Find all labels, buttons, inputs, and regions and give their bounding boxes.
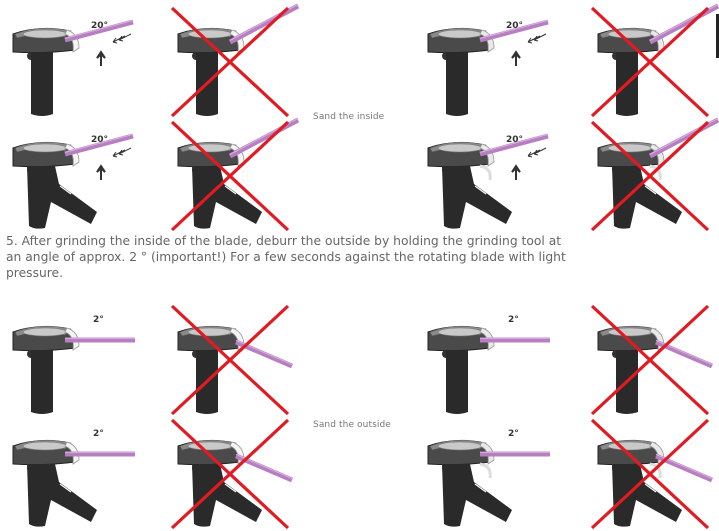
tool-drawing [170, 4, 320, 116]
tool-drawing [590, 4, 719, 116]
angle-label-correct: 2° [93, 429, 104, 439]
tool-drawing: 2° [420, 302, 570, 414]
push-up-arrow-icon [512, 52, 520, 66]
tool-drawing [170, 302, 320, 414]
illustration-pistol-outside-wrong-2 [590, 416, 719, 528]
illustration-pistol-inside-correct: 20° [5, 118, 155, 230]
angle-label-correct: 2° [508, 429, 519, 439]
wrong-cross-icon [592, 420, 708, 528]
grinding-tool-wrong [650, 6, 718, 42]
angle-label-correct: 20° [506, 21, 523, 31]
illustration-straight-outside-correct: 2° [5, 302, 155, 414]
wrong-cross-icon [172, 122, 288, 230]
tool-drawing: 20° [5, 4, 155, 116]
wrong-cross-icon [172, 306, 288, 414]
tool-drawing: 2° [5, 302, 155, 414]
illustration-straight-outside-wrong-2 [590, 302, 719, 414]
push-up-arrow-icon [97, 52, 105, 66]
wrong-cross-icon [592, 8, 708, 116]
illustration-straight-inside-correct: 20° [5, 4, 155, 116]
tool-drawing: 2° [420, 416, 570, 528]
angle-label-correct: 2° [93, 315, 104, 325]
caption-sand-outside: Sand the outside [313, 420, 391, 430]
grinding-tool-wrong [230, 6, 298, 42]
illustration-pistol-inside-wrong [170, 118, 320, 230]
motion-arrows-icon [113, 34, 131, 43]
tool-drawing: 20° [5, 118, 155, 230]
grinding-tool-wrong [650, 120, 718, 156]
illustration-straight-outside-wrong [170, 302, 320, 414]
tool-drawing [170, 416, 320, 528]
illustration-pistol-inside-wrong-2 [590, 118, 719, 230]
tool-drawing [590, 302, 719, 414]
wrong-cross-icon [172, 8, 288, 116]
illustration-straight-inside-wrong [170, 4, 320, 116]
illustration-straight-inside-wrong-2 [590, 4, 719, 116]
tool-drawing [590, 118, 719, 230]
tool-drawing [590, 416, 719, 528]
illustration-pistol-inside-correct-2: 20° [420, 118, 570, 230]
wrong-cross-icon [172, 420, 288, 528]
illustration-straight-inside-correct-2: 20° [420, 4, 570, 116]
illustration-pistol-outside-wrong [170, 416, 320, 528]
angle-label-correct: 2° [508, 315, 519, 325]
step-5-instruction: 5. After grinding the inside of the blad… [6, 233, 566, 281]
push-up-arrow-icon [97, 166, 105, 180]
push-up-arrow-icon [512, 166, 520, 180]
angle-label-correct: 20° [91, 21, 108, 31]
caption-sand-inside: Sand the inside [313, 112, 384, 122]
motion-arrows-icon [528, 34, 546, 43]
grinding-tool-wrong [230, 120, 298, 156]
tool-drawing: 2° [5, 416, 155, 528]
angle-label-correct: 20° [91, 135, 108, 145]
angle-label-correct: 20° [506, 135, 523, 145]
illustration-straight-outside-correct-2: 2° [420, 302, 570, 414]
illustration-pistol-outside-correct-2: 2° [420, 416, 570, 528]
tool-drawing [170, 118, 320, 230]
tool-drawing: 20° [420, 118, 570, 230]
wrong-cross-icon [592, 122, 708, 230]
tool-drawing: 20° [420, 4, 570, 116]
illustration-pistol-outside-correct: 2° [5, 416, 155, 528]
wrong-cross-icon [592, 306, 708, 414]
motion-arrows-icon [528, 148, 546, 157]
motion-arrows-icon [113, 148, 131, 157]
